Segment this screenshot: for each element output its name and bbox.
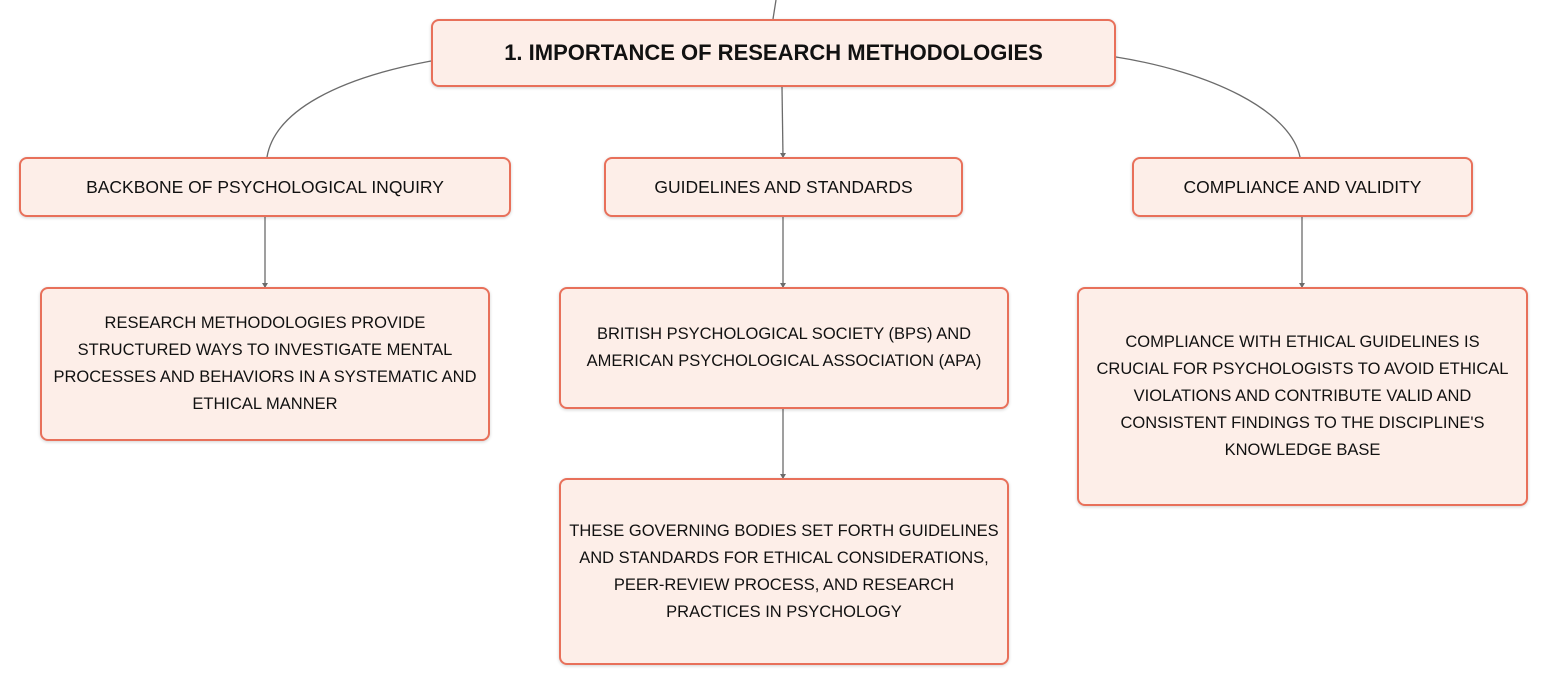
branch-node-compliance[interactable]: COMPLIANCE AND VALIDITY (1132, 157, 1473, 217)
detail-node-governing-bodies-text: BRITISH PSYCHOLOGICAL SOCIETY (BPS) AND … (586, 325, 982, 370)
connector-root-to-backbone (266, 60, 432, 158)
detail-node-backbone-text: RESEARCH METHODOLOGIES PROVIDE STRUCTURE… (53, 314, 477, 413)
branch-node-guidelines-label: GUIDELINES AND STANDARDS (654, 176, 913, 197)
arrowhead-compliance-detail (1299, 283, 1305, 288)
branch-node-compliance-label: COMPLIANCE AND VALIDITY (1183, 176, 1422, 197)
detail-node-governing-bodies-role-text: THESE GOVERNING BODIES SET FORTH GUIDELI… (569, 521, 999, 621)
detail-node-governing-bodies[interactable]: BRITISH PSYCHOLOGICAL SOCIETY (BPS) AND … (559, 287, 1009, 409)
detail-node-compliance[interactable]: COMPLIANCE WITH ETHICAL GUIDELINES IS CR… (1077, 287, 1528, 506)
arrowhead-backbone-detail (262, 283, 268, 288)
branch-node-backbone[interactable]: BACKBONE OF PSYCHOLOGICAL INQUIRY (19, 157, 511, 217)
branch-node-guidelines[interactable]: GUIDELINES AND STANDARDS (604, 157, 963, 217)
detail-node-backbone[interactable]: RESEARCH METHODOLOGIES PROVIDE STRUCTURE… (40, 287, 490, 441)
arrowhead-guidelines-detail (780, 283, 786, 288)
branch-node-backbone-label: BACKBONE OF PSYCHOLOGICAL INQUIRY (86, 176, 444, 197)
arrowhead-bodies-detail (780, 474, 786, 479)
detail-node-compliance-text: COMPLIANCE WITH ETHICAL GUIDELINES IS CR… (1096, 333, 1509, 459)
root-node[interactable]: 1. IMPORTANCE OF RESEARCH METHODOLOGIES (431, 19, 1116, 87)
root-node-label: 1. IMPORTANCE OF RESEARCH METHODOLOGIES (504, 40, 1043, 65)
connector-parent-to-root (772, 0, 777, 20)
arrowhead-guidelines (780, 153, 786, 158)
detail-node-governing-bodies-role[interactable]: THESE GOVERNING BODIES SET FORTH GUIDELI… (559, 478, 1009, 665)
connector-root-to-compliance (1115, 56, 1301, 158)
connector-root-to-guidelines (781, 86, 784, 158)
